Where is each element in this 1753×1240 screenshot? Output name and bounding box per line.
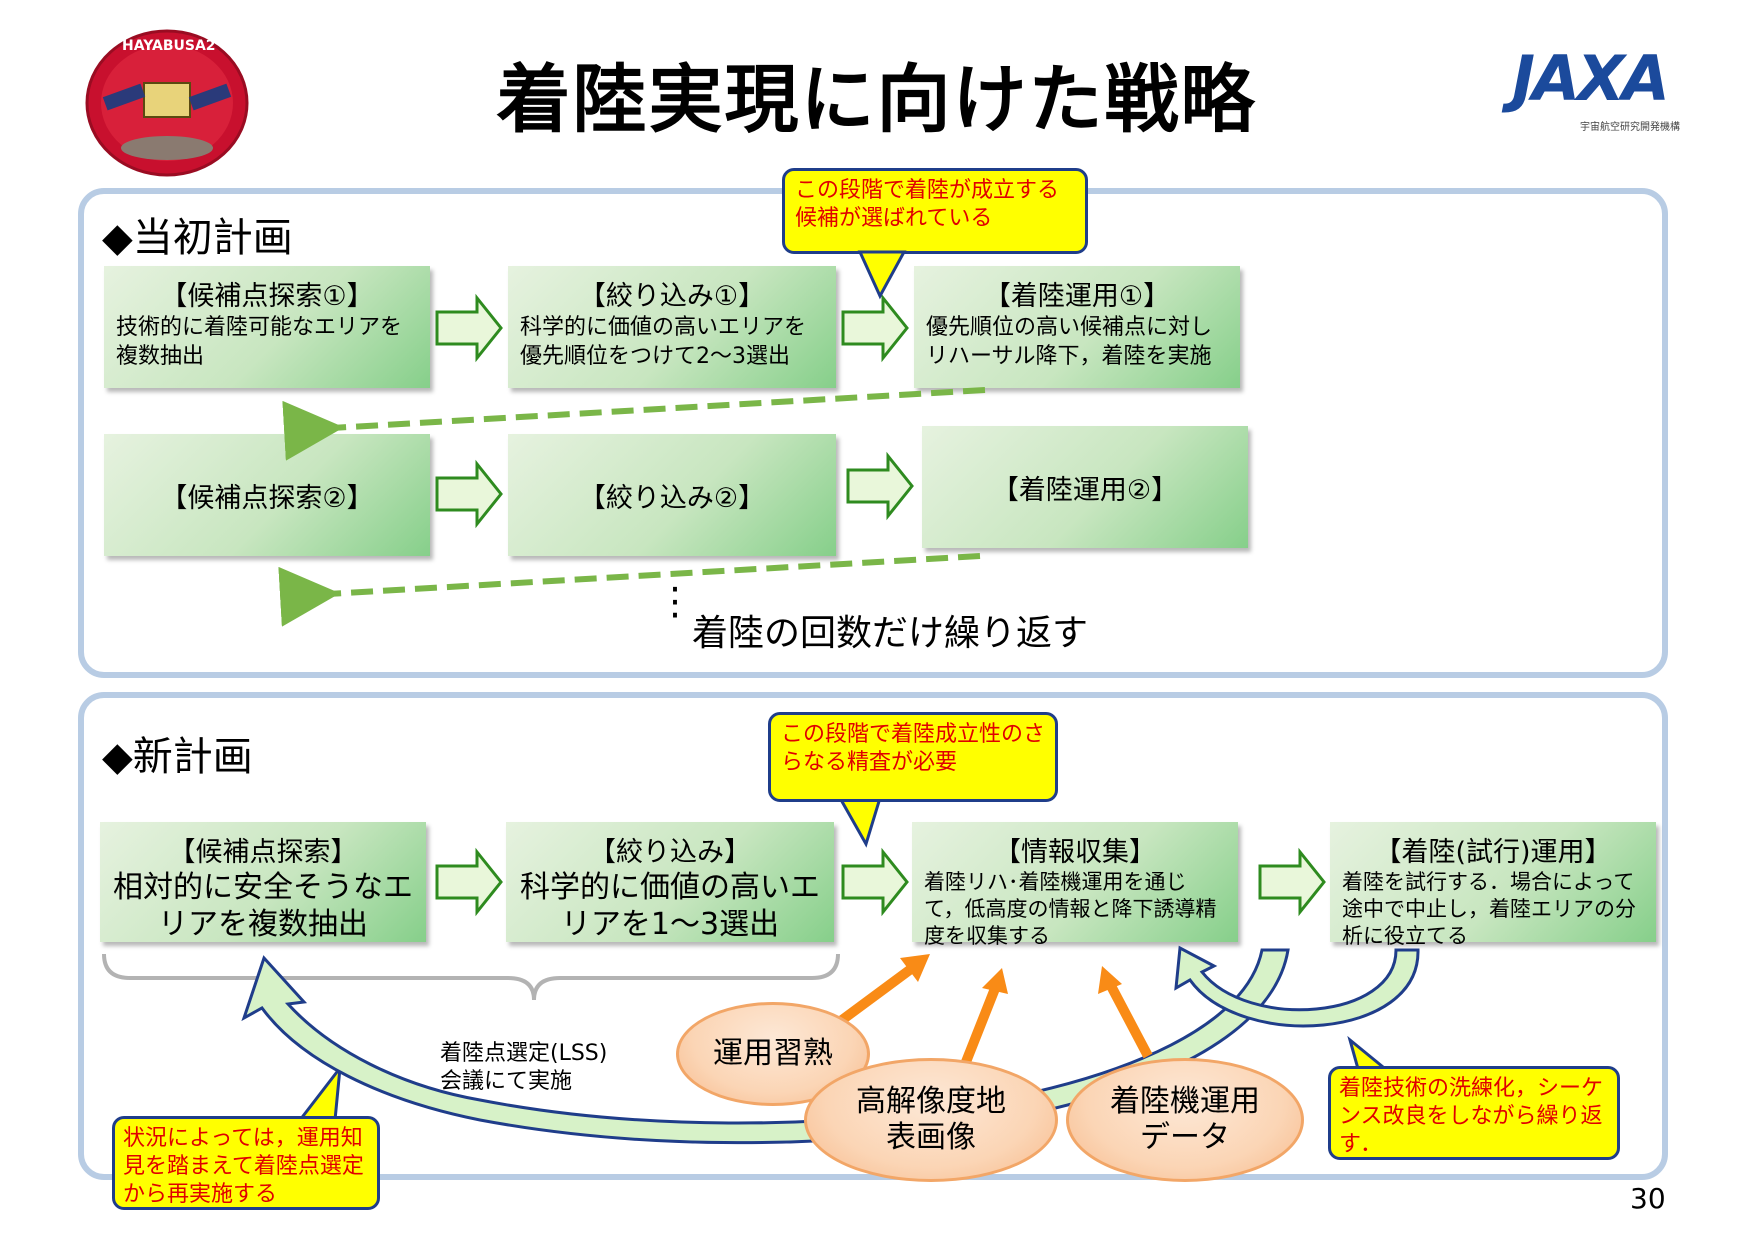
original-candidate-search-1: 【候補点探索①】 技術的に着陸可能なエリアを複数抽出 <box>104 266 430 388</box>
box-body: 科学的に価値の高いエリアを1～3選出 <box>520 870 820 942</box>
hayabusa2-logo-text: HAYABUSA2 <box>122 38 216 54</box>
page-number: 30 <box>1630 1182 1666 1215</box>
box-body: 技術的に着陸可能なエリアを複数抽出 <box>116 315 403 369</box>
jaxa-logo-subtitle: 宇宙航空研究開発機構 <box>1580 122 1680 133</box>
oval-high-resolution-images: 高解像度地表画像 <box>804 1058 1058 1182</box>
original-plan-heading: ◆当初計画 <box>102 215 293 261</box>
original-landing-ops-1: 【着陸運用①】 優先順位の高い候補点に対しリハーサル降下，着陸を実施 <box>914 266 1240 388</box>
box-header: 【候補点探索①】 <box>160 281 374 312</box>
box-body: 着陸を試行する．場合によって途中で中止し，着陸エリアの分析に役立てる <box>1342 870 1636 948</box>
repeat-text: 着陸の回数だけ繰り返す <box>692 613 1089 654</box>
jaxa-logo: JAXA <box>1512 42 1670 115</box>
box-header: 【情報収集】 <box>994 837 1156 868</box>
original-narrowing-2: 【絞り込み②】 <box>508 434 836 556</box>
new-landing-trial-ops: 【着陸(試行)運用】 着陸を試行する．場合によって途中で中止し，着陸エリアの分析… <box>1330 822 1656 948</box>
new-plan-callout: この段階で着陸成立性のさらなる精査が必要 <box>768 712 1058 802</box>
original-plan-callout: この段階で着陸が成立する候補が選ばれている <box>782 168 1088 254</box>
repeat-dots: ⋮ <box>656 579 694 623</box>
new-plan-heading: ◆新計画 <box>102 734 253 780</box>
page-title: 着陸実現に向けた戦略 <box>496 57 1257 143</box>
box-header: 【候補点探索】 <box>168 837 358 868</box>
box-header: 【着陸(試行)運用】 <box>1374 837 1612 868</box>
oval-lander-operation-data: 着陸機運用データ <box>1066 1058 1304 1182</box>
new-narrowing: 【絞り込み】 科学的に価値の高いエリアを1～3選出 <box>506 822 834 942</box>
box-body: 優先順位の高い候補点に対しリハーサル降下，着陸を実施 <box>926 315 1213 369</box>
oval-operation-proficiency: 運用習熟 <box>676 1002 870 1106</box>
box-body: 科学的に価値の高いエリアを優先順位をつけて2～3選出 <box>520 315 807 369</box>
new-info-gathering: 【情報収集】 着陸リハ･着陸機運用を通じて，低高度の情報と降下誘導精度を収集する <box>912 822 1238 948</box>
box-header: 【候補点探索②】 <box>160 482 374 514</box>
box-header: 【絞り込み】 <box>589 837 751 868</box>
original-landing-ops-2: 【着陸運用②】 <box>922 426 1248 548</box>
box-body: 相対的に安全そうなエリアを複数抽出 <box>113 870 413 942</box>
new-candidate-search: 【候補点探索】 相対的に安全そうなエリアを複数抽出 <box>100 822 426 942</box>
refine-callout: 着陸技術の洗練化，シーケンス改良をしながら繰り返す． <box>1328 1066 1620 1160</box>
redo-callout: 状況によっては，運用知見を踏まえて着陸点選定から再実施する <box>112 1116 380 1210</box>
lss-note: 着陸点選定(LSS)会議にて実施 <box>440 1041 608 1094</box>
box-header: 【絞り込み②】 <box>578 482 766 514</box>
original-candidate-search-2: 【候補点探索②】 <box>104 434 430 556</box>
box-header: 【着陸運用②】 <box>991 474 1179 506</box>
hayabusa2-logo: HAYABUSA2 <box>84 28 250 178</box>
box-body: 着陸リハ･着陸機運用を通じて，低高度の情報と降下誘導精度を収集する <box>924 870 1217 948</box>
box-header: 【絞り込み①】 <box>578 281 766 312</box>
box-header: 【着陸運用①】 <box>983 281 1171 312</box>
original-narrowing-1: 【絞り込み①】 科学的に価値の高いエリアを優先順位をつけて2～3選出 <box>508 266 836 388</box>
